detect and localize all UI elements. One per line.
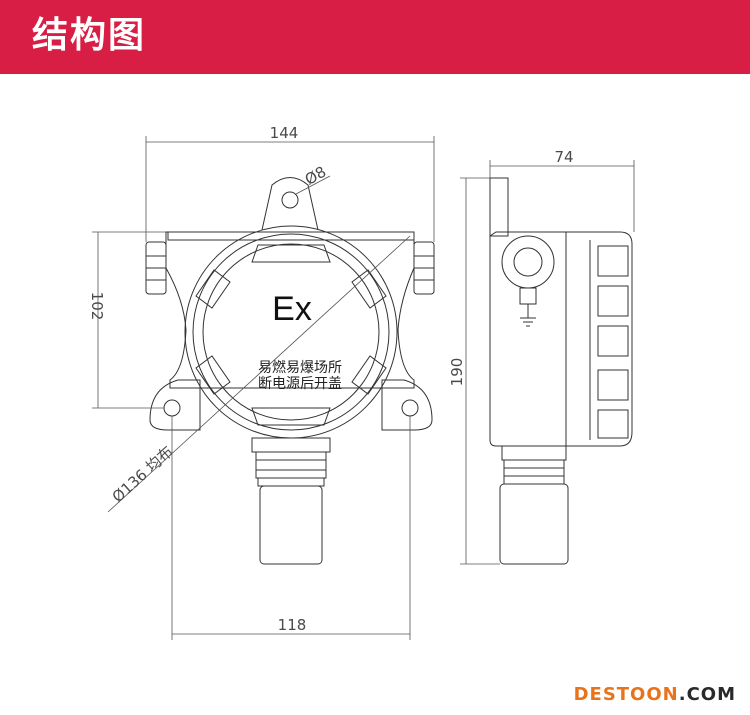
watermark-part1: DESTOON (573, 684, 679, 705)
sensor-head (259, 485, 323, 565)
page-title: 结构图 (32, 15, 147, 56)
dim-width-bottom: 118 (278, 616, 307, 634)
flange-hole-right (401, 399, 419, 417)
cover-circle (184, 225, 398, 439)
mounting-hole (281, 191, 299, 209)
side-view (489, 177, 633, 565)
header-banner: 结构图 (0, 0, 750, 74)
watermark: DESTOON.COM (574, 684, 736, 705)
front-view (145, 177, 435, 565)
dim-width-top: 144 (270, 124, 299, 142)
dimension-lines (92, 136, 635, 640)
dim-height-left: 102 (88, 292, 106, 321)
warning-line-1: 易燃易爆场所 (258, 359, 342, 376)
warning-line-2: 断电源后开盖 (258, 376, 342, 392)
dim-width-side: 74 (554, 148, 573, 166)
dim-hole: Ø8 (302, 163, 329, 189)
ex-marking: Ex (272, 290, 312, 328)
dim-bolt-circle: Ø136 均布 (109, 442, 177, 506)
flange-hole-left (163, 399, 181, 417)
dim-height-side: 190 (448, 358, 466, 387)
watermark-part2: .COM (678, 684, 736, 705)
